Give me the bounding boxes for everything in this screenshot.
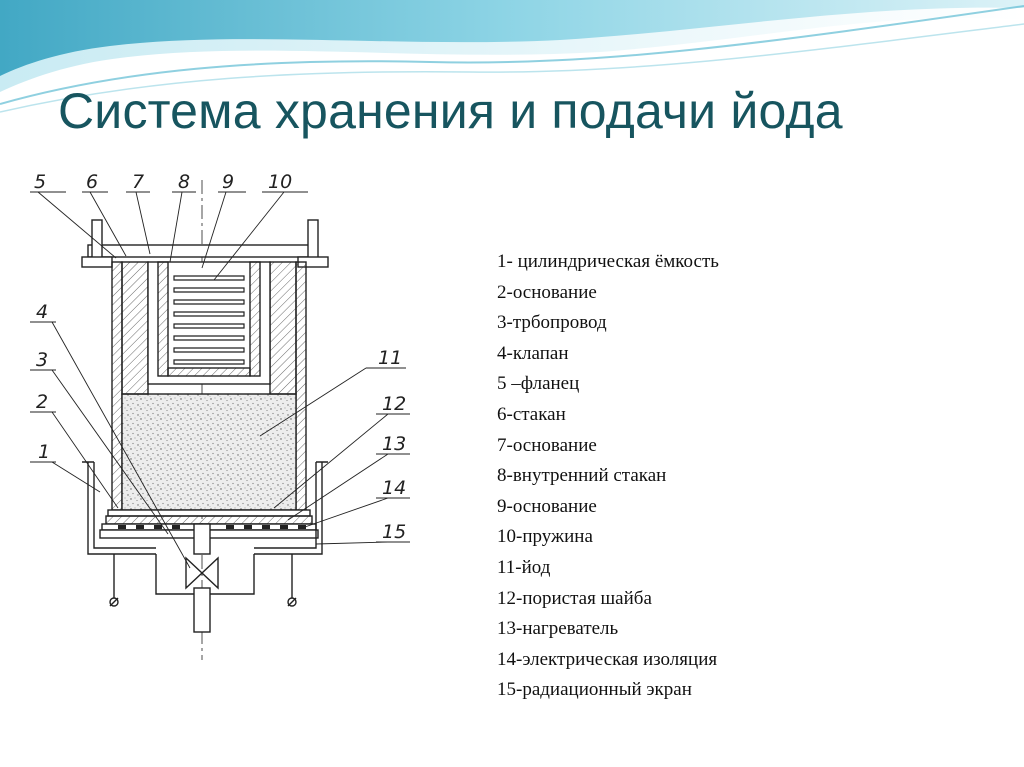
callout-11: 11: [378, 347, 402, 369]
callout-8: 8: [178, 171, 190, 193]
legend-item: 15-радиационный экран: [497, 679, 692, 701]
legend-item: 2-основание: [497, 281, 597, 303]
legend-item: 6-стакан: [497, 403, 566, 425]
callout-6: 6: [86, 171, 98, 193]
legend-item: 11-йод: [497, 556, 551, 578]
legend-item: 13-нагреватель: [497, 618, 619, 640]
parts-legend: 1- цилиндрическая ёмкость 2-основание 3-…: [497, 247, 719, 706]
header-wave-decoration: [0, 0, 1024, 113]
iodine-storage-diagram: 5 6 7 8 9 10 11 12 13 14 15 4 3 2 1: [26, 162, 412, 662]
callout-12: 12: [382, 393, 406, 415]
callout-4: 4: [36, 301, 48, 323]
diagram-drawing: [30, 180, 410, 660]
callout-13: 13: [382, 433, 406, 455]
callout-15: 15: [382, 521, 406, 543]
legend-item: 1- цилиндрическая ёмкость: [497, 251, 719, 272]
legend-item: 14-электрическая изоляция: [497, 648, 718, 670]
legend-item: 9-основание: [497, 495, 597, 517]
legend-item: 8-внутренний стакан: [497, 465, 667, 487]
callout-9: 9: [222, 171, 234, 193]
callout-10: 10: [268, 171, 292, 193]
callout-7: 7: [132, 171, 144, 193]
callout-5: 5: [34, 171, 46, 193]
legend-item: 4-клапан: [497, 342, 569, 364]
legend-item: 3-трбопровод: [497, 312, 607, 334]
legend-item: 12-пористая шайба: [497, 587, 652, 609]
callout-2: 2: [36, 391, 48, 413]
callout-14: 14: [382, 477, 406, 499]
legend-item: 5 –фланец: [497, 373, 580, 395]
legend-item: 7-основание: [497, 434, 597, 456]
callout-1: 1: [38, 441, 50, 463]
slide-title: Система хранения и подачи йода: [58, 83, 843, 139]
callout-3: 3: [36, 349, 48, 371]
legend-item: 10-пружина: [497, 526, 593, 548]
